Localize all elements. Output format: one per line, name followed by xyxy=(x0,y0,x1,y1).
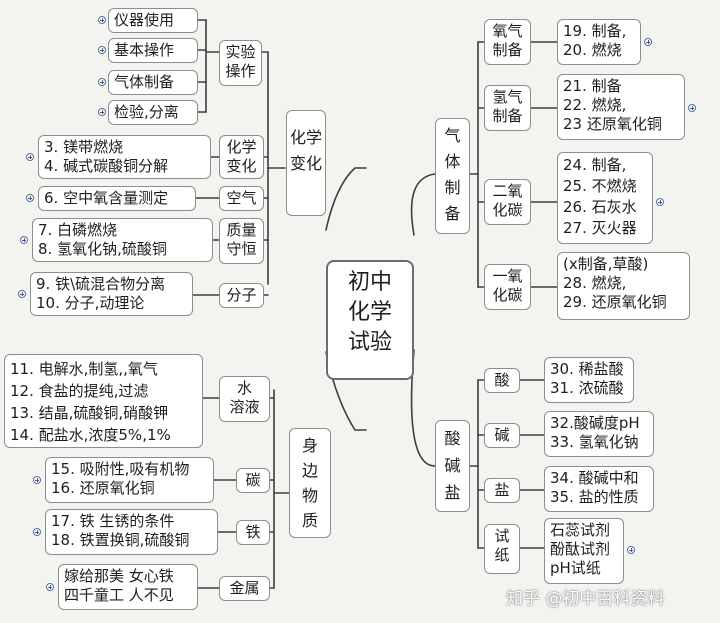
group-water-solution[interactable]: 水 溶液 xyxy=(219,376,270,422)
expand-icon[interactable] xyxy=(33,528,41,536)
leaf-gas-preparation[interactable]: 气体制备 xyxy=(108,70,198,95)
group-acid[interactable]: 酸 xyxy=(484,368,520,393)
leaf-adsorption[interactable]: 15. 吸附性,吸有机物 16. 还原氧化铜 xyxy=(45,457,214,503)
group-chemical-change[interactable]: 化学 变化 xyxy=(219,135,264,179)
leaf-metal-mnemonic[interactable]: 嫁给那美 女心铁 四千童工 人不见 xyxy=(58,564,198,610)
leaf-test-separation[interactable]: 检验,分离 xyxy=(108,100,198,125)
leaf-hydrogen-steps[interactable]: 21. 制备 22. 燃烧, 23 还原氧化铜 xyxy=(557,74,685,140)
expand-icon[interactable] xyxy=(98,46,106,54)
group-carbon-dioxide[interactable]: 二氧 化碳 xyxy=(484,179,531,225)
group-test-paper[interactable]: 试 纸 xyxy=(484,524,520,574)
expand-icon[interactable] xyxy=(98,108,106,116)
expand-icon[interactable] xyxy=(688,104,696,112)
expand-icon[interactable] xyxy=(26,194,34,202)
expand-icon[interactable] xyxy=(20,236,28,244)
leaf-iron-sulfur-separation[interactable]: 9. 铁\硫混合物分离 10. 分子,动理论 xyxy=(30,272,193,316)
leaf-oxygen-steps[interactable]: 19. 制备, 20. 燃烧 xyxy=(557,19,641,65)
expand-icon[interactable] xyxy=(656,198,664,206)
branch-chemical-change[interactable]: 化学 变化 xyxy=(286,110,326,216)
leaf-rusting[interactable]: 17. 铁 生锈的条件 18. 铁置换铜,硫酸铜 xyxy=(45,509,218,555)
group-metal[interactable]: 金属 xyxy=(219,576,270,601)
leaf-electrolysis[interactable]: 11. 电解水,制氢,,氧气 12. 食盐的提纯,过滤 13. 结晶,硫酸铜,硝… xyxy=(4,354,203,448)
leaf-carbon-monoxide-steps[interactable]: (x制备,草酸) 28. 燃烧, 29. 还原氧化铜 xyxy=(557,252,690,320)
leaf-instrument-use[interactable]: 仪器使用 xyxy=(108,8,198,33)
leaf-salt-items[interactable]: 34. 酸碱中和 35. 盐的性质 xyxy=(544,466,654,512)
leaf-carbon-dioxide-steps[interactable]: 24. 制备, 25. 不燃烧 26. 石灰水 27. 灭火器 xyxy=(557,152,653,244)
expand-icon[interactable] xyxy=(26,153,34,161)
expand-icon[interactable] xyxy=(46,583,54,591)
expand-icon[interactable] xyxy=(627,546,635,554)
leaf-test-paper-items[interactable]: 石蕊试剂 酚酞试剂 pH试纸 xyxy=(544,518,624,584)
leaf-oxygen-content[interactable]: 6. 空中氧含量测定 xyxy=(38,186,196,211)
expand-icon[interactable] xyxy=(98,16,106,24)
leaf-base-items[interactable]: 32.酸碱度pH 33. 氢氧化钠 xyxy=(544,411,654,457)
branch-acid-base-salt[interactable]: 酸 碱 盐 xyxy=(435,420,470,512)
branch-gas-preparation[interactable]: 气 体 制 备 xyxy=(435,118,470,234)
group-base[interactable]: 碱 xyxy=(484,423,520,448)
group-oxygen-preparation[interactable]: 氧气 制备 xyxy=(484,19,531,65)
expand-icon[interactable] xyxy=(33,476,41,484)
leaf-phosphorus-burning[interactable]: 7. 白磷燃烧 8. 氢氧化钠,硫酸铜 xyxy=(32,218,213,262)
group-carbon-monoxide[interactable]: 一氧 化碳 xyxy=(484,264,531,310)
expand-icon[interactable] xyxy=(644,38,652,46)
group-iron[interactable]: 铁 xyxy=(236,520,270,545)
group-experiment-operation[interactable]: 实验 操作 xyxy=(219,40,262,86)
branch-everyday-matter[interactable]: 身 边 物 质 xyxy=(289,428,331,538)
root-node[interactable]: 初中 化学 试验 xyxy=(326,260,414,380)
group-air[interactable]: 空气 xyxy=(219,186,264,211)
expand-icon[interactable] xyxy=(18,290,26,298)
watermark: 知乎 @初中百科资料 xyxy=(506,589,665,609)
group-carbon[interactable]: 碳 xyxy=(236,468,270,493)
group-molecule[interactable]: 分子 xyxy=(219,283,264,308)
leaf-magnesium-burning[interactable]: 3. 镁带燃烧 4. 碱式碳酸铜分解 xyxy=(38,135,211,179)
group-hydrogen-preparation[interactable]: 氢气 制备 xyxy=(484,85,531,131)
expand-icon[interactable] xyxy=(98,78,106,86)
group-salt[interactable]: 盐 xyxy=(484,478,520,503)
leaf-basic-operation[interactable]: 基本操作 xyxy=(108,38,198,63)
leaf-acid-items[interactable]: 30. 稀盐酸 31. 浓硫酸 xyxy=(544,357,634,403)
group-mass-conservation[interactable]: 质量 守恒 xyxy=(219,218,264,264)
